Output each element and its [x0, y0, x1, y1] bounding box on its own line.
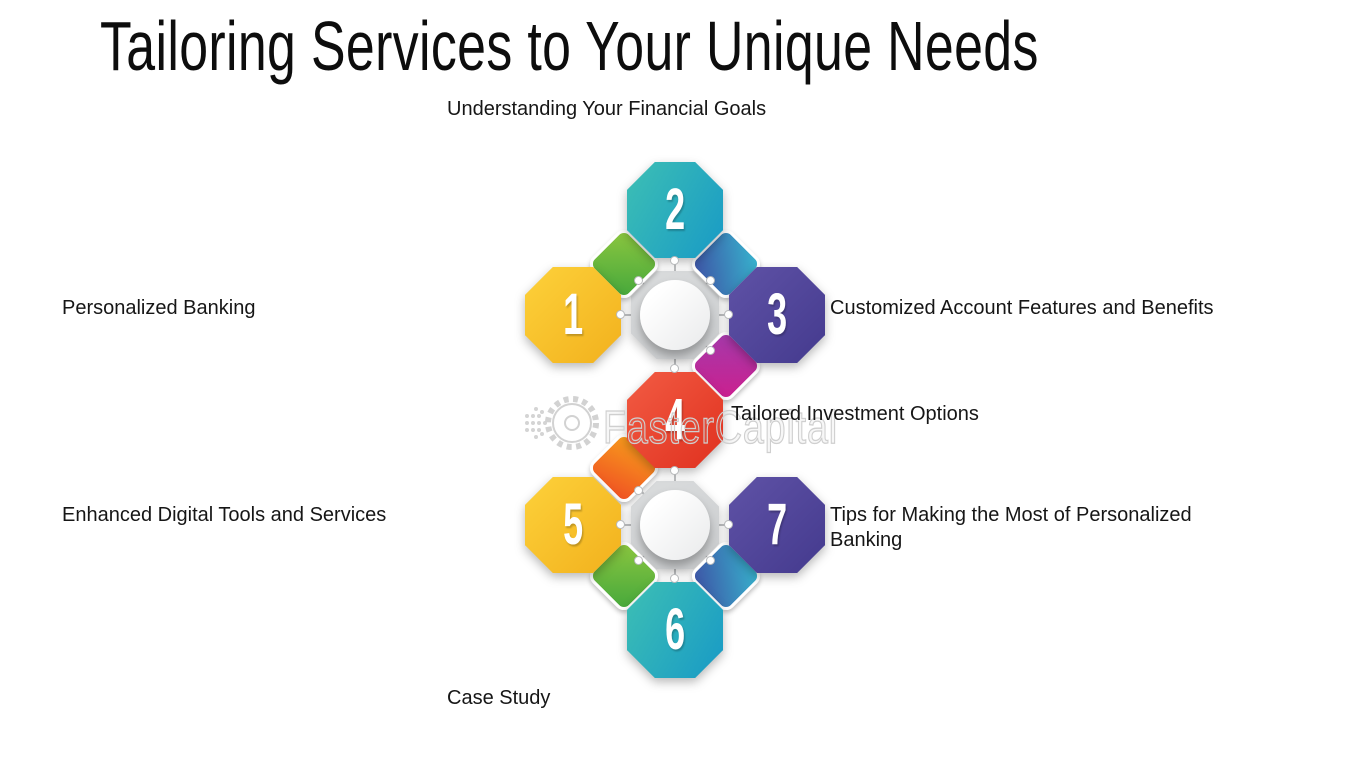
step-number: 1	[562, 282, 583, 347]
connector-dot	[616, 520, 625, 529]
step-number: 2	[664, 177, 685, 242]
step-number: 3	[766, 282, 787, 347]
connector-dot	[706, 556, 715, 565]
connector-dot	[670, 364, 679, 373]
hub-circle	[640, 490, 710, 560]
label-step-4: Tailored Investment Options	[731, 403, 979, 425]
step-number: 4	[664, 387, 685, 452]
connector-dot	[724, 520, 733, 529]
connector-dot	[616, 310, 625, 319]
step-node-1: 1	[525, 267, 621, 363]
connector-dot	[706, 346, 715, 355]
connector-dot	[706, 276, 715, 285]
connector-dot	[670, 256, 679, 265]
step-node-5: 5	[525, 477, 621, 573]
step-node-7: 7	[729, 477, 825, 573]
connector-dot	[634, 276, 643, 285]
label-step-7: Tips for Making the Most of Personalized…	[830, 504, 1192, 551]
step-number: 5	[562, 492, 583, 557]
hub-bottom	[631, 481, 719, 569]
page-title: Tailoring Services to Your Unique Needs	[100, 7, 1039, 85]
connector-dot	[634, 556, 643, 565]
gear-icon	[523, 390, 603, 463]
step-node-4: 4	[627, 372, 723, 468]
step-number: 7	[766, 492, 787, 557]
connector-dot	[724, 310, 733, 319]
step-node-6: 6	[627, 582, 723, 678]
hub-circle	[640, 280, 710, 350]
step-number: 6	[664, 597, 685, 662]
connector-dot	[670, 574, 679, 583]
hub-top	[631, 271, 719, 359]
step-node-3: 3	[729, 267, 825, 363]
step-node-2: 2	[627, 162, 723, 258]
label-step-2: Understanding Your Financial Goals	[447, 98, 767, 120]
label-step-1: Personalized Banking	[62, 297, 256, 319]
connector-dot	[670, 466, 679, 475]
label-step-3: Customized Account Features and Benefits	[830, 297, 1214, 319]
label-step-6: Case Study	[447, 687, 551, 709]
connector-dot	[634, 486, 643, 495]
label-step-5: Enhanced Digital Tools and Services	[62, 504, 387, 526]
